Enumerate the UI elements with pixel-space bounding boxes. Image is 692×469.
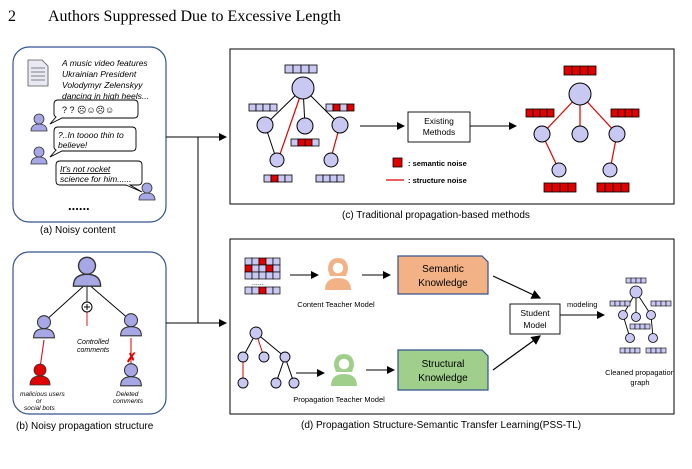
existing-methods-box [407, 111, 471, 143]
caption-a: (a) Noisy content [40, 225, 116, 236]
caption-c: (c) Traditional propagation-based method… [342, 210, 530, 221]
structure-tree [237, 326, 300, 389]
noisy-tree [248, 64, 355, 183]
semantic-knowledge-box [397, 255, 489, 295]
malicious-line-2: or [36, 398, 43, 405]
document-icon [27, 59, 49, 87]
existing-line-1: Existing [424, 116, 454, 126]
structural-line-1: Structural [422, 359, 465, 370]
cleaned-graph [609, 277, 672, 354]
post-line-4: dancing in high heels... [62, 91, 149, 101]
legend-semantic: : semantic noise [408, 159, 467, 168]
malicious-line-1: malicious users [20, 391, 66, 398]
student-model-box [509, 303, 561, 335]
legend-structure: : structure noise [408, 176, 467, 185]
deleted-line-2: comments [113, 398, 144, 405]
content-teacher-label: Content Teacher Model [297, 300, 375, 309]
reply-1-text: ? ? ☹☺☹☺ [62, 105, 114, 115]
semantic-line-1: Semantic [422, 264, 464, 275]
propagation-teacher-icon [331, 354, 357, 386]
malicious-line-3: social bots [24, 405, 55, 412]
caption-d: (d) Propagation Structure-Semantic Trans… [301, 420, 581, 431]
cleaned-line-2: graph [630, 378, 649, 387]
deleted-line-1: Deleted [116, 391, 139, 398]
modeling-label: modeling [567, 300, 597, 309]
traditional-panel: Existing Methods : semantic noise : stru… [229, 48, 675, 205]
running-title: Authors Suppressed Due to Excessive Leng… [48, 8, 341, 25]
post-line-2: Ukrainian President [62, 69, 137, 79]
running-header: 2 Authors Suppressed Due to Excessive Len… [8, 8, 341, 26]
noisy-content-panel: A music video features Ukrainian Preside… [12, 46, 167, 223]
student-line-2: Model [523, 320, 546, 330]
noisy-structure-panel: Controlled comments ✗ malicious users or… [12, 251, 167, 415]
reply-3-line-1: It's not rocket [60, 164, 111, 174]
controlled-line-2: comments [77, 347, 110, 354]
psstl-panel: ...... Content Teacher Model Semantic Kn… [229, 238, 675, 415]
student-line-1: Student [520, 308, 550, 318]
structural-line-2: Knowledge [418, 373, 468, 384]
reply-2-line-2: believe! [58, 140, 88, 150]
controlled-line-1: Controlled [77, 339, 110, 346]
existing-line-2: Methods [423, 127, 456, 137]
structural-knowledge-box [397, 349, 489, 391]
reply-bubble-2 [49, 126, 137, 158]
panel-connector [166, 133, 227, 327]
reply-bubble-3 [55, 160, 143, 193]
cleaned-line-1: Cleaned propagation [605, 368, 675, 377]
post-line-3: Volodymyr Zelenskyy [62, 80, 143, 90]
noise-tree [525, 65, 640, 193]
semantic-line-2: Knowledge [418, 278, 468, 289]
delete-cross-icon: ✗ [126, 350, 137, 365]
ellipsis: ...... [68, 198, 90, 213]
reply-bubble-1 [49, 99, 139, 125]
content-teacher-icon [325, 258, 351, 290]
page-number: 2 [8, 8, 16, 25]
reply-3-line-2: science for him...... [60, 174, 131, 184]
propagation-teacher-label: Propagation Teacher Model [293, 395, 385, 404]
features-dots: ...... [252, 280, 264, 287]
caption-b: (b) Noisy propagation structure [16, 421, 154, 432]
semantic-features [244, 257, 281, 295]
reply-2-line-1: ?..In toooo thin to [58, 130, 124, 140]
legend-semantic-swatch [392, 157, 403, 168]
post-line-1: A music video features [61, 58, 148, 68]
